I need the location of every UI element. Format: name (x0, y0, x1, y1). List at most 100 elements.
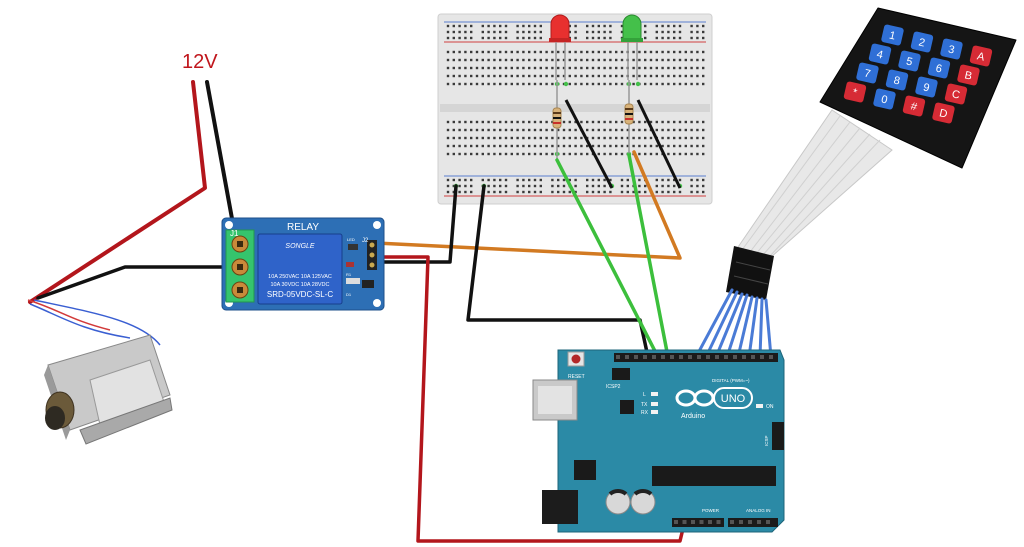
breadboard-hole (661, 178, 664, 182)
relay-spec-1: 10A 250VAC 10A 125VAC (268, 274, 332, 280)
breadboard-hole (470, 144, 473, 148)
breadboard-hole (702, 50, 705, 54)
breadboard-hole (673, 120, 676, 124)
breadboard-hole (522, 30, 525, 34)
breadboard-hole (667, 50, 670, 54)
arduino-digital-pin (688, 355, 692, 359)
breadboard-hole (545, 144, 548, 148)
power-pins (674, 520, 770, 524)
breadboard-hole (673, 58, 676, 62)
breadboard-hole (493, 66, 496, 70)
breadboard-hole (655, 24, 658, 28)
breadboard-hole (673, 144, 676, 148)
breadboard-hole (678, 152, 682, 156)
arduino-power-pin (708, 520, 712, 524)
breadboard-hole (702, 24, 705, 28)
breadboard-hole (586, 152, 589, 156)
resistor-red-led (552, 80, 562, 160)
breadboard-hole (667, 144, 670, 148)
breadboard-hole (586, 144, 589, 148)
breadboard-hole (504, 144, 508, 148)
breadboard-hole (667, 58, 670, 62)
breadboard-hole (673, 66, 676, 70)
breadboard-hole (470, 36, 473, 40)
breadboard-hole (499, 120, 502, 124)
breadboard-hole (504, 120, 508, 124)
breadboard-hole (696, 136, 699, 140)
breadboard-hole (609, 190, 612, 194)
breadboard-hole (557, 184, 560, 188)
breadboard-hole (458, 120, 461, 124)
breadboard-hole (591, 74, 595, 78)
breadboard-hole (603, 50, 606, 54)
breadboard-hole (551, 184, 554, 188)
breadboard-hole (597, 24, 600, 28)
breadboard-hole (539, 74, 542, 78)
breadboard-hole (690, 50, 693, 54)
breadboard-hole (574, 82, 577, 86)
breadboard-hole (533, 74, 537, 78)
breadboard-hole (516, 66, 519, 70)
breadboard-hole (464, 184, 467, 188)
breadboard-hole (545, 82, 548, 86)
arduino-power-pin (739, 520, 743, 524)
arduino-power-pin (766, 520, 770, 524)
breadboard-hole (702, 30, 705, 34)
breadboard-hole (510, 136, 513, 140)
breadboard-hole (510, 120, 513, 124)
breadboard-hole (562, 128, 566, 132)
breadboard-hole (644, 136, 647, 140)
relay-j2-label: J2 (362, 238, 369, 244)
breadboard-hole (499, 152, 502, 156)
breadboard-hole (591, 58, 595, 62)
breadboard-hole (452, 120, 455, 124)
breadboard-hole (446, 58, 450, 62)
keypad-key (915, 76, 938, 98)
breadboard-hole (528, 184, 531, 188)
breadboard-hole (481, 128, 484, 132)
breadboard-hole (504, 74, 508, 78)
breadboard-hole (673, 74, 676, 78)
breadboard-hole (684, 50, 687, 54)
breadboard-hole (673, 184, 676, 188)
breadboard-hole (667, 120, 670, 124)
breadboard-hole (638, 136, 641, 140)
breadboard-hole (539, 66, 542, 70)
breadboard-hole (580, 152, 583, 156)
breadboard-hole (446, 66, 450, 70)
breadboard-hole (528, 30, 531, 34)
breadboard-hole (591, 50, 595, 54)
breadboard-hole (586, 82, 589, 86)
breadboard-hole (620, 82, 624, 86)
breadboard-hole (574, 136, 577, 140)
breadboard-hole (632, 190, 635, 194)
breadboard-hole (499, 36, 502, 40)
breadboard-hole (673, 50, 676, 54)
keypad-key (940, 38, 963, 60)
breadboard-hole (499, 74, 502, 78)
breadboard-hole (458, 24, 461, 28)
breadboard-hole (603, 36, 606, 40)
breadboard-hole (458, 178, 461, 182)
breadboard-hole (470, 184, 473, 188)
wire-gnd-arduino-black (466, 184, 650, 359)
keypad-key-label: A (976, 50, 986, 63)
breadboard-hole (638, 184, 641, 188)
arduino-digital-pin (634, 355, 638, 359)
breadboard-hole (609, 58, 612, 62)
breadboard-hole (655, 58, 658, 62)
breadboard-hole (615, 50, 618, 54)
breadboard-hole (678, 50, 682, 54)
breadboard-hole (522, 120, 525, 124)
keypad-key (856, 62, 879, 84)
breadboard-hole (620, 152, 624, 156)
red-led (549, 14, 571, 80)
breadboard-hole (620, 144, 624, 148)
breadboard-hole (649, 58, 653, 62)
breadboard-hole (655, 120, 658, 124)
breadboard-hole (580, 120, 583, 124)
breadboard-hole (597, 30, 600, 34)
keypad-key-label: C (951, 88, 961, 101)
breadboard-hole (562, 58, 566, 62)
